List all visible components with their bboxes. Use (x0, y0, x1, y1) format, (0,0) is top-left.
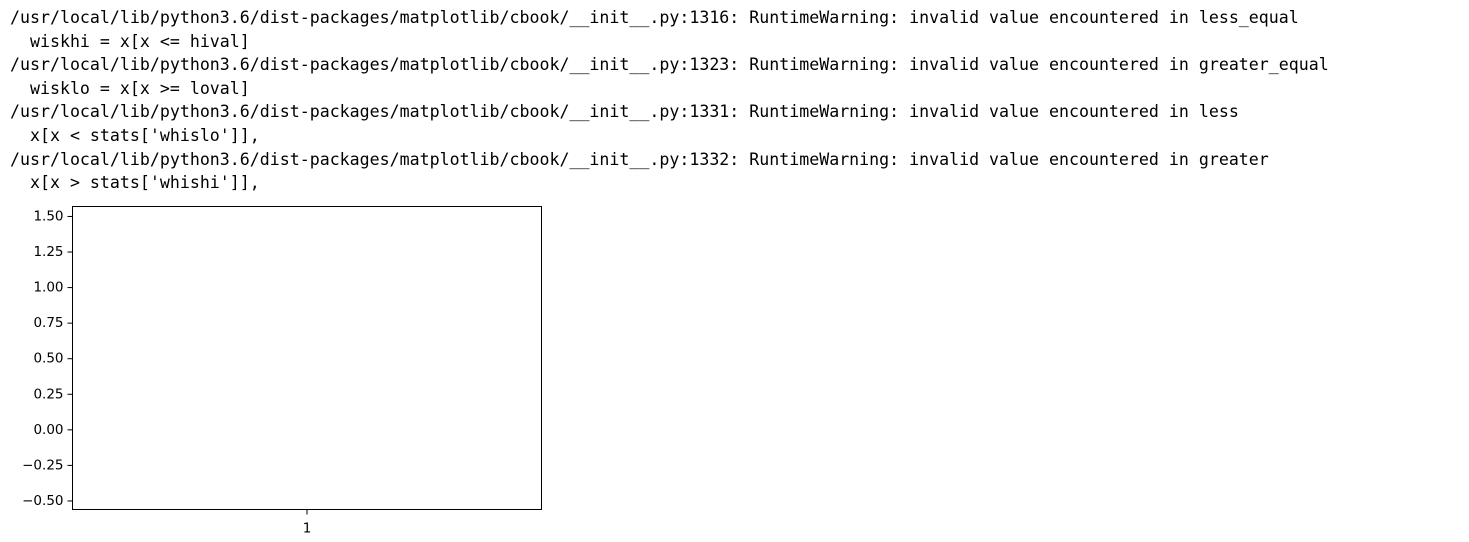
warning-line: /usr/local/lib/python3.6/dist-packages/m… (10, 102, 1239, 122)
y-tick-label: 1.50 (33, 208, 63, 224)
y-tick-label: 0.00 (33, 422, 63, 438)
source-line: wiskhi = x[x <= hival] (10, 31, 250, 51)
y-tick-label: 0.50 (33, 351, 63, 367)
y-tick-label: −0.50 (22, 493, 63, 509)
y-axis: 1.50 1.25 1.00 0.75 0.50 0.25 0.00 −0.25 −0.50 (22, 208, 73, 509)
y-tick-label: 0.75 (33, 315, 63, 331)
y-tick-label: 1.25 (33, 244, 63, 260)
warning-line: /usr/local/lib/python3.6/dist-packages/m… (10, 55, 1329, 75)
source-line: x[x > stats['whishi']], (10, 173, 260, 193)
x-tick-label: 1 (303, 521, 312, 537)
warning-line: /usr/local/lib/python3.6/dist-packages/m… (10, 8, 1299, 27)
y-tick-label: 0.25 (33, 386, 63, 402)
warning-line: /usr/local/lib/python3.6/dist-packages/m… (10, 149, 1269, 169)
y-tick-label: 1.00 (33, 280, 63, 296)
stderr-output: /usr/local/lib/python3.6/dist-packages/m… (10, 6, 1329, 195)
x-axis: 1 (303, 509, 312, 537)
y-tick-label: −0.25 (22, 457, 63, 473)
plot-area (72, 206, 542, 510)
source-line: wisklo = x[x >= loval] (10, 78, 250, 98)
source-line: x[x < stats['whislo']], (10, 125, 260, 145)
